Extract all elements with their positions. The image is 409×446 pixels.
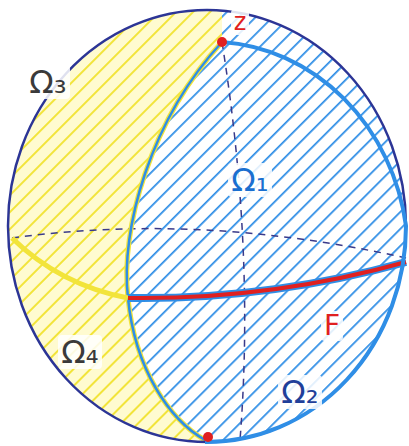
region-name: Ω₃ xyxy=(26,65,69,99)
region-name: Ω₂ xyxy=(278,375,321,409)
region-name: Ω₁ xyxy=(228,163,271,197)
sphere-outline xyxy=(8,10,406,442)
pole-point xyxy=(203,432,213,442)
region-name: Ω₄ xyxy=(58,335,101,369)
blue-meridian xyxy=(127,42,222,440)
curve-name: F xyxy=(321,311,343,341)
point-name: z xyxy=(231,9,250,35)
yellow-meridian xyxy=(127,42,222,440)
front-equator-left xyxy=(12,238,128,298)
boundary-curve xyxy=(128,262,406,298)
back-equator xyxy=(12,229,406,258)
blue-region xyxy=(127,0,409,446)
front-equator-band xyxy=(128,262,406,298)
blue-rim xyxy=(205,42,406,442)
pole-point xyxy=(217,37,227,47)
back-meridian xyxy=(222,42,245,440)
